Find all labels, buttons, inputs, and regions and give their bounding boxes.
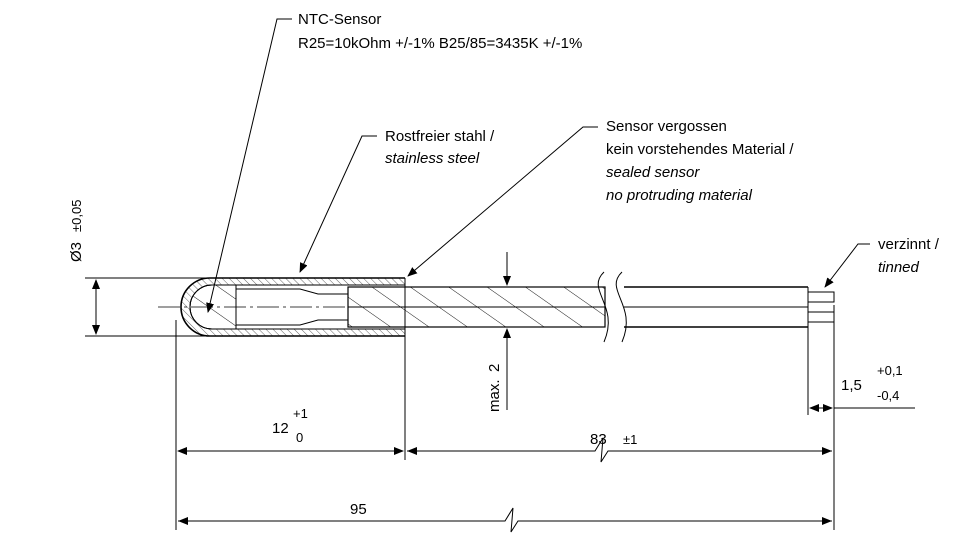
diameter-dimension <box>85 277 215 337</box>
break-marks <box>597 271 627 343</box>
len12-value: 12 <box>272 420 289 437</box>
sealed-label-de2: kein vorstehendes Material / <box>606 141 794 158</box>
tinned-label-en: tinned <box>878 259 920 276</box>
len12-lower: 0 <box>296 430 303 445</box>
strip-lower: -0,4 <box>877 388 899 403</box>
tinned-label-de: verzinnt / <box>878 236 940 253</box>
sealed-label-en1: sealed sensor <box>606 164 700 181</box>
ntc-spec: R25=10kOhm +/-1% B25/85=3435K +/-1% <box>298 35 582 52</box>
length-83-dimension <box>407 437 832 463</box>
extension-lines <box>175 305 835 530</box>
leader-lines <box>206 18 870 313</box>
strip-upper: +0,1 <box>877 363 903 378</box>
max-text: max. 2 <box>486 364 503 412</box>
cable-end <box>624 286 835 328</box>
strip-value: 1,5 <box>841 377 862 394</box>
len95-value: 95 <box>350 501 367 518</box>
diameter-text: Ø3 ±0,05 <box>68 200 85 262</box>
sealed-label-en2: no protruding material <box>606 187 753 204</box>
max-value: 2 <box>486 364 503 372</box>
len12-upper: +1 <box>293 406 308 421</box>
cable-section <box>347 286 606 328</box>
steel-label-de: Rostfreier stahl / <box>385 128 495 145</box>
len83-value: 83 <box>590 431 607 448</box>
diameter-symbol: Ø3 <box>68 242 85 262</box>
steel-label-en: stainless steel <box>385 150 480 167</box>
diameter-tolerance: ±0,05 <box>69 200 84 232</box>
sealed-label-de1: Sensor vergossen <box>606 118 727 135</box>
ntc-title: NTC-Sensor <box>298 11 381 28</box>
len83-tolerance: ±1 <box>623 432 637 447</box>
max-label: max. <box>486 379 503 412</box>
length-95-dimension <box>178 507 832 533</box>
